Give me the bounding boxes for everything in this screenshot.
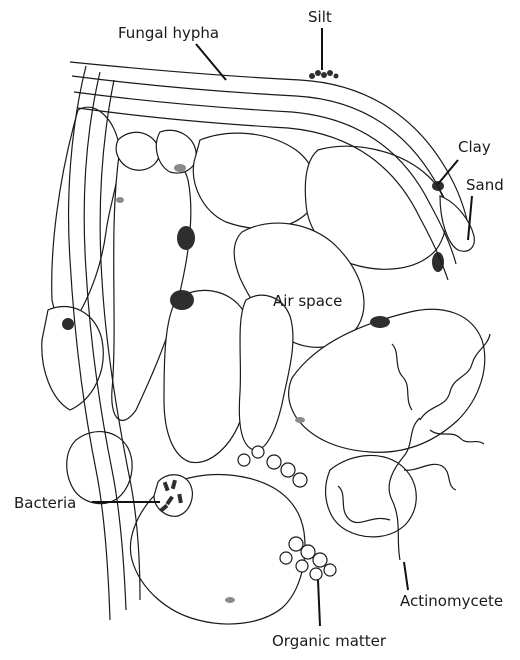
leader-organic-matter bbox=[318, 580, 320, 626]
clay-clump-2 bbox=[170, 290, 194, 310]
silt-grain-5 bbox=[334, 74, 339, 79]
om-bead-11 bbox=[252, 446, 264, 458]
clay-clump-5 bbox=[62, 318, 74, 330]
stipple-3 bbox=[116, 197, 124, 203]
clay-clump-1 bbox=[177, 226, 195, 250]
label-organic-matter: Organic matter bbox=[272, 632, 387, 650]
clay-clump-3 bbox=[370, 316, 390, 328]
silt-grain-1 bbox=[309, 73, 315, 79]
om-bead-12 bbox=[238, 454, 250, 466]
particle-top-center bbox=[193, 133, 316, 229]
leader-actinomycete bbox=[404, 562, 408, 590]
om-bead-9 bbox=[324, 564, 336, 576]
particle-center-left bbox=[164, 290, 252, 462]
leader-clay bbox=[438, 160, 458, 184]
om-bead-2 bbox=[281, 463, 295, 477]
silt-granules bbox=[309, 70, 339, 79]
om-bead-5 bbox=[301, 545, 315, 559]
stipple-4 bbox=[225, 597, 235, 603]
om-bead-7 bbox=[296, 560, 308, 572]
silt-grain-4 bbox=[327, 70, 333, 76]
om-bead-1 bbox=[267, 455, 281, 469]
om-bead-3 bbox=[293, 473, 307, 487]
stipple-2 bbox=[295, 417, 305, 423]
particle-left-top bbox=[52, 107, 120, 322]
label-bacteria: Bacteria bbox=[14, 494, 76, 512]
stipple-1 bbox=[174, 164, 186, 172]
silt-grain-2 bbox=[315, 70, 321, 76]
om-bead-6 bbox=[313, 553, 327, 567]
bacteria-colony bbox=[154, 475, 192, 517]
label-sand: Sand bbox=[466, 176, 504, 194]
label-fungal-hypha: Fungal hypha bbox=[118, 24, 219, 42]
particle-lower-right bbox=[326, 455, 417, 536]
silt-grain-3 bbox=[321, 72, 327, 78]
om-bead-10 bbox=[280, 552, 292, 564]
label-air-space: Air space bbox=[273, 292, 342, 310]
om-bead-4 bbox=[289, 537, 303, 551]
label-actinomycete: Actinomycete bbox=[400, 592, 503, 610]
label-clay: Clay bbox=[458, 138, 491, 156]
particle-center bbox=[239, 295, 293, 450]
om-bead-8 bbox=[310, 568, 322, 580]
label-silt: Silt bbox=[308, 8, 332, 26]
